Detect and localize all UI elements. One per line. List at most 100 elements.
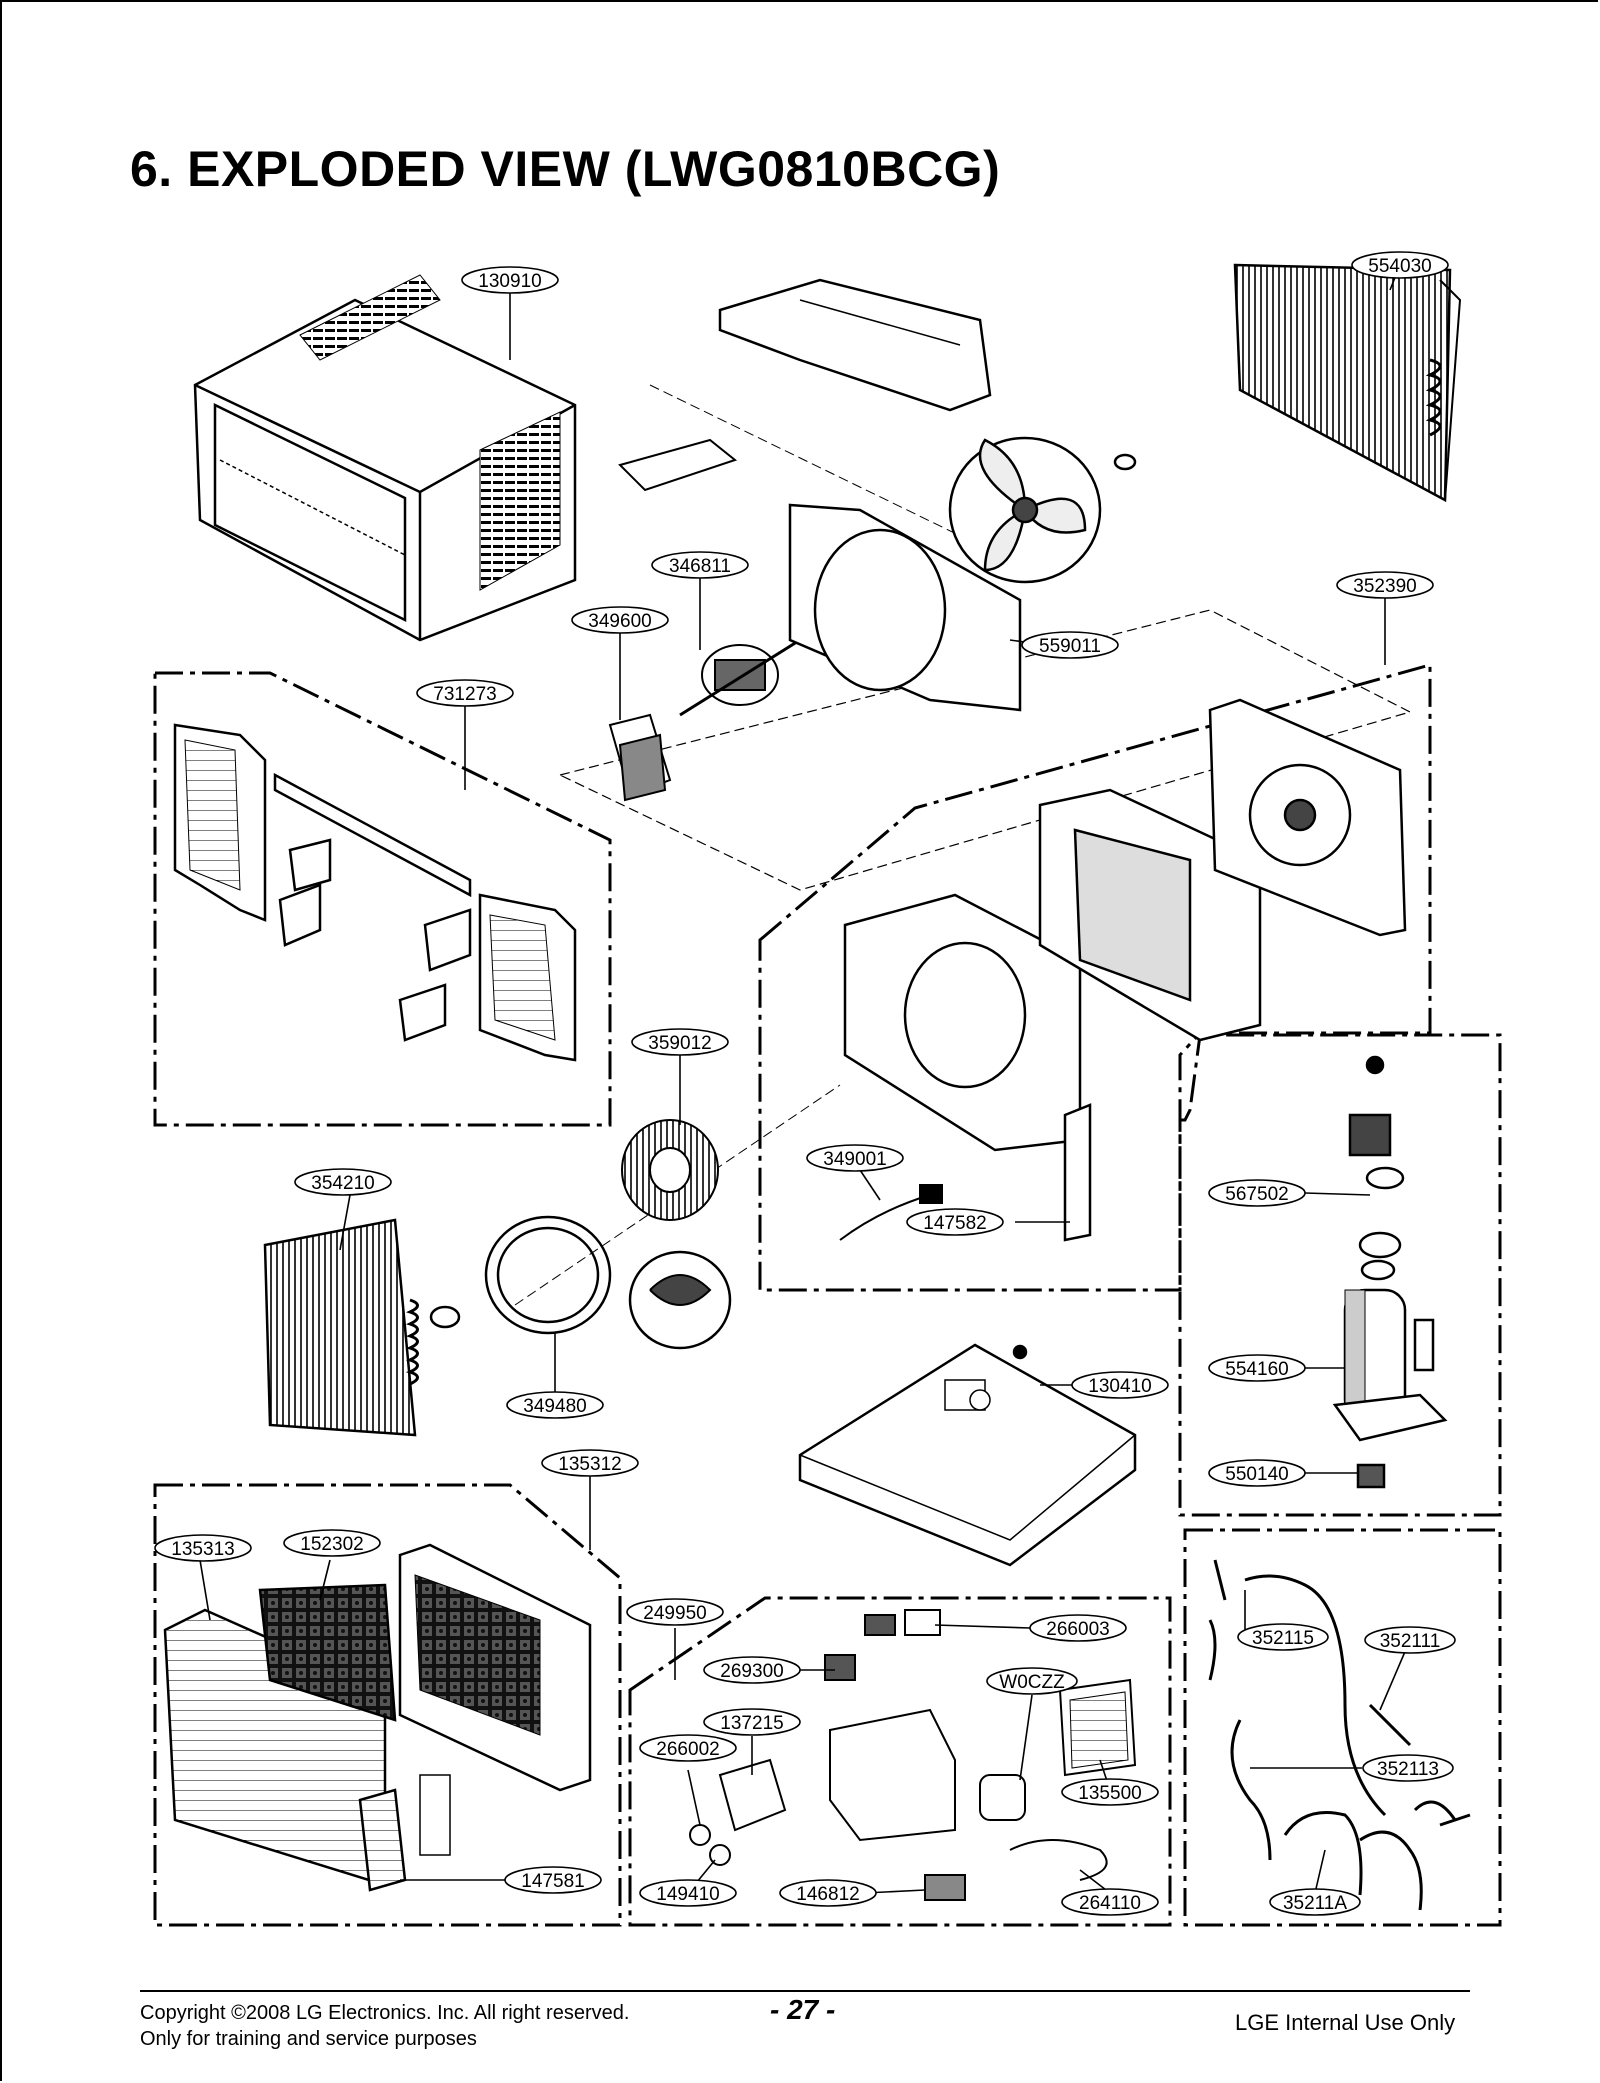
callout-352115-label: 352115	[1252, 1628, 1314, 1649]
callout-352390: 352390	[1336, 571, 1434, 599]
group-outline-pipes	[1183, 1528, 1502, 1927]
fan-housing-drawing	[843, 698, 1407, 1242]
page-number: - 27 -	[770, 1994, 836, 2025]
callout-352390-label: 352390	[1353, 576, 1416, 597]
pipes-drawing	[1208, 1559, 1471, 1911]
callout-147582: 147582	[906, 1208, 1004, 1236]
condenser-coil-drawing	[1233, 263, 1462, 503]
callout-567502: 567502	[1208, 1179, 1306, 1207]
callout-359012: 359012	[631, 1028, 729, 1056]
callout-554030: 554030	[1351, 251, 1449, 279]
callout-354210: 354210	[294, 1168, 392, 1196]
top-bracket-drawing	[718, 278, 992, 412]
callout-137215-label: 137215	[720, 1713, 783, 1734]
footer-internal-use: LGE Internal Use Only	[1235, 2010, 1456, 2035]
footer-copyright-block: Copyright ©2008 LG Electronics. Inc. All…	[140, 2000, 629, 2052]
callout-266003: 266003	[1029, 1614, 1127, 1642]
control-box-drawing	[689, 1609, 1137, 1901]
callout-W0CZZ: W0CZZ	[986, 1667, 1078, 1695]
callout-567502-label: 567502	[1225, 1184, 1288, 1205]
front-panel-drawing	[163, 1543, 592, 1892]
callout-152302: 152302	[283, 1529, 381, 1557]
callout-346811: 346811	[651, 551, 749, 579]
callout-352115: 352115	[1237, 1623, 1329, 1651]
callout-137215: 137215	[703, 1708, 801, 1736]
callout-269300: 269300	[703, 1656, 801, 1684]
callout-359012-label: 359012	[648, 1033, 711, 1054]
callout-135500-label: 135500	[1078, 1783, 1141, 1804]
leader-lines	[199, 264, 1411, 1894]
compressor-drawing	[1332, 1055, 1448, 1489]
motor-mount-drawing	[608, 438, 738, 802]
callout-147581-label: 147581	[521, 1871, 584, 1892]
callout-35211A: 35211A	[1269, 1888, 1361, 1916]
callout-149410-label: 149410	[656, 1884, 719, 1905]
callout-554030-label: 554030	[1368, 256, 1431, 277]
cabinet-drawing	[193, 274, 577, 642]
callout-146812-label: 146812	[796, 1884, 859, 1905]
group-outline-compressor	[1178, 1033, 1502, 1517]
callout-349001: 349001	[806, 1144, 904, 1172]
callout-349480-label: 349480	[523, 1396, 586, 1417]
callout-349600-label: 349600	[588, 611, 651, 632]
propeller-fan-drawing	[948, 436, 1137, 584]
callout-130410: 130410	[1071, 1371, 1169, 1399]
callout-349600: 349600	[571, 606, 669, 634]
callout-147582-label: 147582	[923, 1213, 986, 1234]
footer-copyright: Copyright ©2008 LG Electronics. Inc. All…	[140, 2002, 630, 2024]
footer-rule	[140, 1990, 1470, 1992]
callout-550140-label: 550140	[1225, 1464, 1288, 1485]
callout-147581: 147581	[504, 1866, 602, 1894]
callout-249950: 249950	[626, 1598, 724, 1626]
callouts: 130910 554030 346811 349600 559011 35239…	[154, 251, 1456, 1916]
callout-352113: 352113	[1362, 1754, 1454, 1782]
callout-266003-label: 266003	[1046, 1619, 1109, 1640]
callout-554160-label: 554160	[1225, 1359, 1288, 1380]
callout-352113-label: 352113	[1377, 1759, 1439, 1780]
callout-249950-label: 249950	[643, 1603, 706, 1624]
assembly-dashline-2	[649, 384, 1011, 561]
callout-35211A-label: 35211A	[1283, 1893, 1347, 1914]
callout-146812: 146812	[779, 1879, 877, 1907]
callout-731273: 731273	[416, 679, 514, 707]
front-frame-drawing	[173, 723, 577, 1062]
callout-264110: 264110	[1061, 1888, 1159, 1916]
group-outline-front-frame	[153, 671, 612, 1127]
callout-349480: 349480	[506, 1391, 604, 1419]
callout-554160: 554160	[1208, 1354, 1306, 1382]
group-outline-front-panel	[153, 1483, 622, 1927]
callout-559011-label: 559011	[1039, 636, 1101, 657]
callout-266002-label: 266002	[656, 1739, 719, 1760]
callout-731273-label: 731273	[433, 684, 496, 705]
callout-349001-label: 349001	[823, 1149, 886, 1170]
footer-purpose: Only for training and service purposes	[140, 2028, 477, 2050]
callout-354210-label: 354210	[311, 1173, 374, 1194]
callout-266002: 266002	[639, 1734, 737, 1762]
callout-130410-label: 130410	[1088, 1376, 1151, 1397]
callout-149410: 149410	[639, 1879, 737, 1907]
callout-W0CZZ-label: W0CZZ	[999, 1672, 1065, 1693]
callout-135312-label: 135312	[558, 1454, 621, 1475]
page-title: 6. EXPLODED VIEW (LWG0810BCG)	[130, 141, 1001, 197]
callout-264110-label: 264110	[1079, 1893, 1141, 1914]
callout-135312: 135312	[541, 1449, 639, 1477]
thermistor-drawing	[839, 1184, 943, 1241]
callout-130910: 130910	[461, 266, 559, 294]
callout-559011: 559011	[1021, 631, 1119, 659]
shroud-drawing	[788, 503, 1022, 712]
callout-352111-label: 352111	[1380, 1631, 1441, 1652]
evaporator-coil-drawing	[263, 1218, 461, 1437]
group-outlines	[153, 663, 1502, 1927]
callout-152302-label: 152302	[300, 1534, 363, 1555]
callout-135313: 135313	[154, 1534, 252, 1562]
callout-135313-label: 135313	[171, 1539, 234, 1560]
fan-motor-drawing	[679, 638, 801, 717]
group-outline-control-box	[628, 1596, 1172, 1927]
callout-352111: 352111	[1364, 1626, 1456, 1654]
callout-130910-label: 130910	[478, 271, 541, 292]
callout-346811-label: 346811	[669, 556, 731, 577]
callout-550140: 550140	[1208, 1459, 1306, 1487]
base-pan-drawing	[798, 1343, 1137, 1567]
